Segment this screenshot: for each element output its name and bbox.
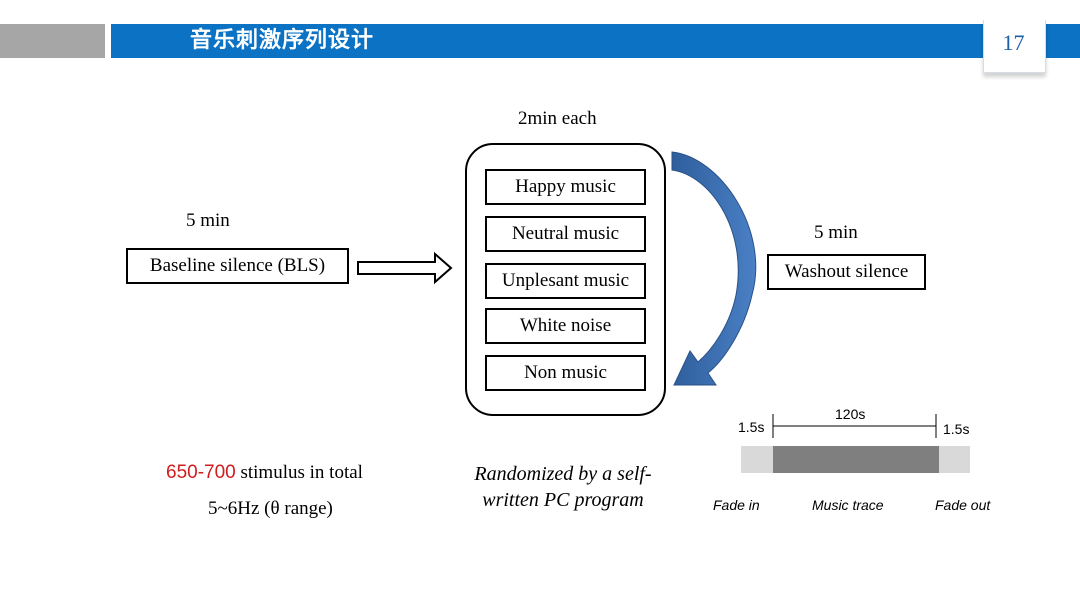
- page-number: 17: [1002, 30, 1025, 55]
- conditions-group: [465, 143, 666, 416]
- stimulus-total: 650-700 stimulus in total: [166, 462, 363, 484]
- trace-mid-duration: 120s: [835, 406, 866, 422]
- baseline-silence-box: Baseline silence (BLS): [126, 248, 349, 284]
- slide-title: 音乐刺激序列设计: [190, 28, 375, 53]
- curved-arrow-icon: [671, 151, 757, 386]
- condition-white-noise: White noise: [485, 308, 646, 344]
- trace-left-duration: 1.5s: [738, 419, 765, 435]
- conditions-duration: 2min each: [518, 108, 597, 129]
- page-number-tab: [983, 20, 1046, 73]
- trace-duration-bracket: [772, 414, 937, 438]
- baseline-duration: 5 min: [186, 210, 230, 231]
- condition-happy-music: Happy music: [485, 169, 646, 205]
- washout-duration: 5 min: [814, 222, 858, 243]
- fade-in-label: Fade in: [713, 497, 760, 513]
- fade-out-label: Fade out: [935, 497, 991, 513]
- randomization-line-1: Randomized by a self-: [474, 463, 652, 485]
- randomization-line-2: written PC program: [482, 489, 644, 511]
- music-trace-label: Music trace: [812, 497, 884, 513]
- trace-music-bar: [773, 446, 939, 473]
- header-gray-bar: [0, 24, 105, 58]
- randomization-note: Randomized by a self- written PC program: [445, 461, 681, 513]
- stimulus-count: 650-700: [166, 462, 236, 483]
- condition-neutral-music: Neutral music: [485, 216, 646, 252]
- condition-unpleasant-music: Unplesant music: [485, 263, 646, 299]
- frequency-range: 5~6Hz (θ range): [208, 498, 333, 519]
- trace-right-duration: 1.5s: [943, 421, 970, 437]
- washout-silence-box: Washout silence: [767, 254, 926, 290]
- header-blue-bar: [111, 24, 1080, 58]
- stimulus-count-suffix: stimulus in total: [235, 462, 363, 483]
- right-arrow-icon: [357, 251, 453, 285]
- condition-non-music: Non music: [485, 355, 646, 391]
